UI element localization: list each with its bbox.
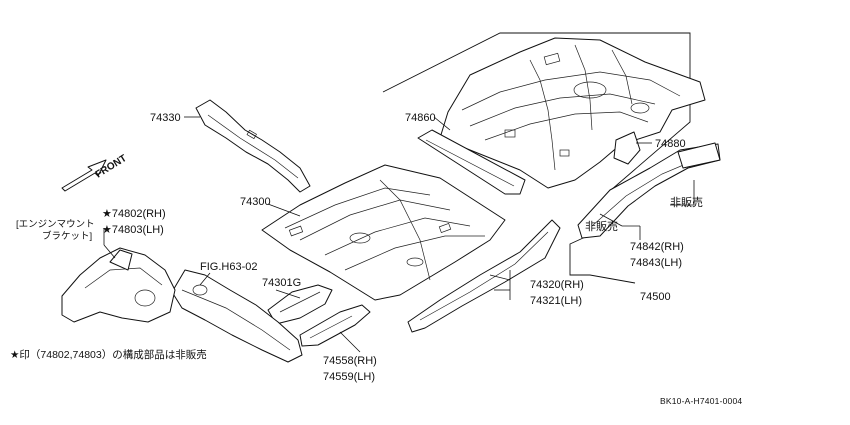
label-74880: 74880 xyxy=(655,138,686,150)
bracket-74301G xyxy=(267,284,333,325)
engine-mount-74802 xyxy=(61,247,176,323)
label-engine-mount-2: ブラケット] xyxy=(42,230,92,242)
label-74559: 74559(LH) xyxy=(323,371,375,383)
label-74300: 74300 xyxy=(240,196,271,208)
label-hanbai-2: 非販売 xyxy=(585,220,618,233)
front-direction-arrow: FRONT xyxy=(61,153,129,192)
label-74842: 74842(RH) xyxy=(630,241,684,253)
bracket-74880 xyxy=(613,131,641,165)
diagram-code: BK10-A-H7401-0004 xyxy=(660,396,742,406)
front-floor-74300 xyxy=(261,164,506,301)
label-fig-h63-02: FIG.H63-02 xyxy=(200,261,257,273)
label-74860: 74860 xyxy=(405,112,436,124)
label-74500: 74500 xyxy=(640,291,671,303)
side-member-fig-h63 xyxy=(171,269,303,363)
label-74802: ★74802(RH) xyxy=(102,208,166,220)
side-sill-74320 xyxy=(407,219,561,333)
label-74843: 74843(LH) xyxy=(630,257,682,269)
label-74321: 74321(LH) xyxy=(530,295,582,307)
inner-sill-74558 xyxy=(299,304,371,347)
label-hanbai-1: 非販売 xyxy=(670,196,703,209)
label-74330: 74330 xyxy=(150,112,181,124)
rear-member-end-cap xyxy=(677,142,721,169)
label-74301G: 74301G xyxy=(262,277,301,289)
label-74803: ★74803(LH) xyxy=(102,224,164,236)
label-74320: 74320(RH) xyxy=(530,279,584,291)
leader-lines xyxy=(103,116,695,353)
label-engine-mount-1: [エンジンマウント xyxy=(16,219,95,230)
label-74558: 74558(RH) xyxy=(323,355,377,367)
rear-floor-assembly xyxy=(439,37,706,189)
non-sale-note: ★印（74802,74803）の構成部品は非販売 xyxy=(10,348,207,361)
